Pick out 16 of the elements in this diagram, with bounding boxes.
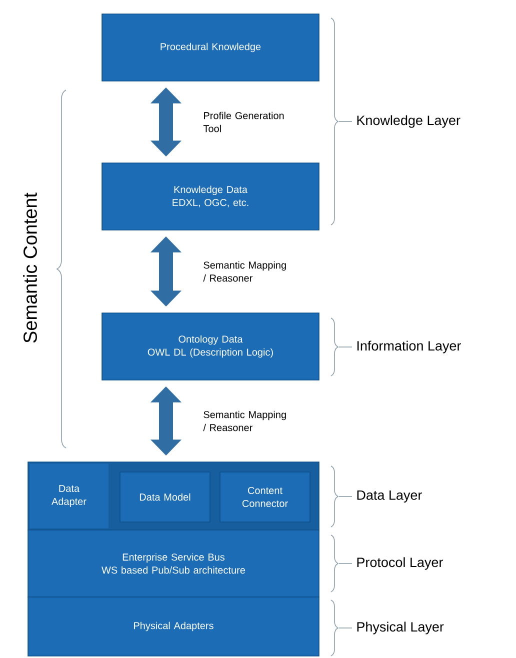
edge-label: Semantic Mapping / Reasoner (203, 261, 286, 282)
layer-label: Data Layer (357, 490, 422, 503)
component-box: Data Adapter (30, 464, 108, 528)
edge-label: Profile Generation Tool (203, 112, 284, 132)
edge-label: Semantic Mapping / Reasoner (203, 410, 286, 432)
layer-label: Physical Layer (357, 622, 444, 634)
component-box: Content Connector (220, 472, 310, 522)
layer-band: Physical Adapters (28, 596, 320, 656)
group-label: Semantic Content (23, 192, 37, 343)
process-box: Ontology Data OWL DL (Description Logic) (102, 312, 320, 380)
layer-label: Knowledge Layer (357, 115, 460, 128)
component-box: Data Model (120, 472, 210, 522)
process-box: Knowledge Data EDXL, OGC, etc. (102, 162, 320, 230)
layer-label: Information Layer (357, 340, 461, 354)
layer-label: Protocol Layer (357, 557, 443, 570)
process-box: Procedural Knowledge (102, 14, 320, 82)
